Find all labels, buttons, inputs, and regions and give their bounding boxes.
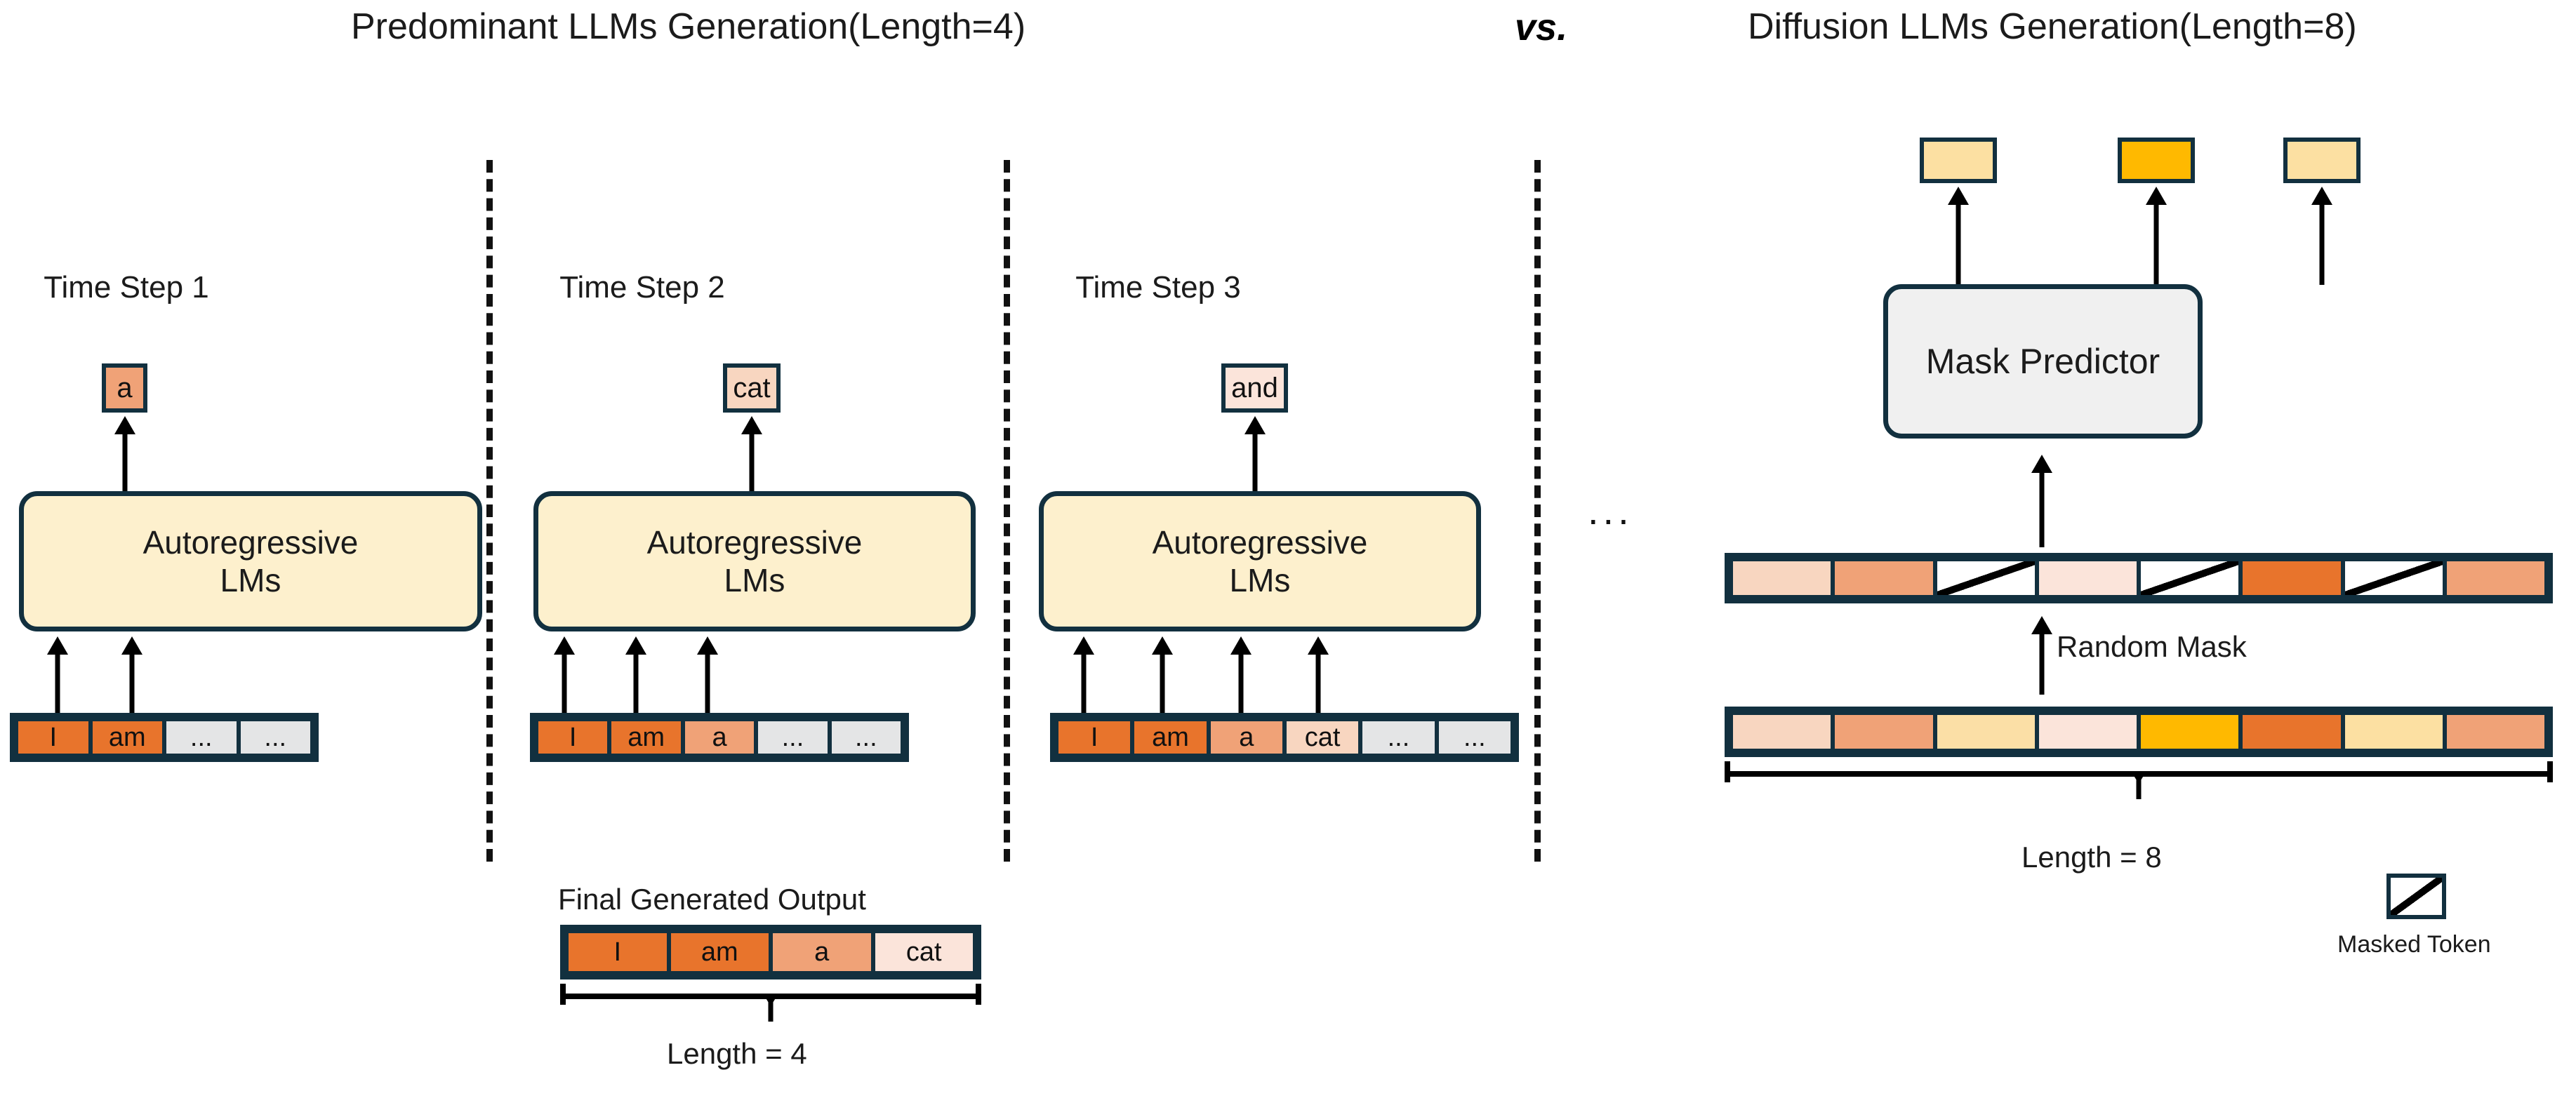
arrow-mask-predictor-to-output-1 [1947,187,1970,285]
token-cell [1733,561,1831,595]
arrow-masked-sequence-to-mask-predictor [2031,455,2053,547]
input-arrow-step-3-tok-1 [1073,636,1095,714]
arrow-step-1-to-output [114,416,136,495]
input-arrow-step-2-tok-1 [553,636,576,714]
divider-1 [486,160,493,862]
token-cell [2446,561,2544,595]
autoregressive-lm-box-step-2: Autoregressive LMs [533,491,976,631]
arrow-mask-predictor-to-output-2 [2145,187,2167,285]
diffusion-output-token-2 [2118,138,2195,183]
token-cell [1937,715,2035,749]
masked-token-legend-icon [2386,874,2446,919]
token-cell [2344,715,2443,749]
token-cell [1733,715,1831,749]
masked-token-legend-label: Masked Token [2337,931,2491,958]
masked-sequence [1725,553,2553,603]
token-cell: am [92,721,162,754]
token-cell: a [1210,721,1282,754]
token-cell [2141,715,2239,749]
input-arrow-step-1-tok-2 [121,636,143,714]
token-cell: ... [1362,721,1435,754]
input-arrow-step-3-tok-3 [1230,636,1252,714]
token-cell [2243,715,2341,749]
token-cell: I [18,721,88,754]
sequence-length-brace [1725,761,2553,801]
masked-token-cell [2344,561,2443,595]
masked-token-cell [1937,561,2035,595]
arrow-step-3-to-output [1244,416,1266,495]
token-cell: ... [831,721,901,754]
autoregressive-lm-label-step-2: Autoregressive LMs [646,523,863,599]
token-cell [2038,715,2137,749]
predicted-token-step-1: a [102,363,147,413]
input-arrow-step-2-tok-2 [625,636,647,714]
time-step-1-label: Time Step 1 [44,270,209,305]
autoregressive-lm-label-step-1: Autoregressive LMs [142,523,359,599]
token-cell [1835,715,1933,749]
token-cell: ... [1438,721,1511,754]
input-sequence-step-1: I am ... ... [10,713,319,762]
token-cell: I [1058,721,1131,754]
sequence-length-label: Length = 8 [2021,841,2162,874]
diffusion-output-token-3 [2283,138,2361,183]
predicted-token-step-3-text: and [1231,372,1278,403]
token-cell: cat [1286,721,1359,754]
autoregressive-lm-box-step-1: Autoregressive LMs [19,491,482,631]
token-cell [2243,561,2341,595]
predicted-token-step-3: and [1221,363,1288,413]
random-mask-label: Random Mask [2057,630,2247,663]
final-output-caption: Final Generated Output [558,883,866,916]
diffusion-output-token-1 [1920,138,1997,183]
token-cell: ... [240,721,310,754]
divider-3 [1534,160,1541,862]
token-cell: cat [875,933,973,971]
arrow-mask-predictor-to-output-3 [2311,187,2333,285]
input-arrow-step-3-tok-4 [1307,636,1329,714]
mask-predictor-label: Mask Predictor [1925,341,2160,381]
token-cell: a [684,721,755,754]
vs-label: vs. [1515,6,1568,48]
continuation-ellipsis: ... [1588,488,1633,533]
arrow-step-2-to-output [741,416,763,495]
token-cell [2038,561,2137,595]
left-panel-title: Predominant LLMs Generation(Length=4) [351,6,1026,47]
autoregressive-lm-label-step-3: Autoregressive LMs [1152,523,1368,599]
right-panel-title: Diffusion LLMs Generation(Length=8) [1748,6,2357,47]
token-cell: ... [166,721,237,754]
input-sequence-step-2: I am a ... ... [530,713,909,762]
input-arrow-step-2-tok-3 [696,636,719,714]
divider-2 [1004,160,1010,862]
token-cell: I [538,721,608,754]
full-sequence [1725,707,2553,757]
token-cell: ... [758,721,828,754]
time-step-3-label: Time Step 3 [1075,270,1241,305]
token-cell [1835,561,1933,595]
predicted-token-step-2: cat [723,363,781,413]
autoregressive-lm-box-step-3: Autoregressive LMs [1039,491,1481,631]
arrow-random-mask [2031,616,2053,695]
input-sequence-step-3: I am a cat ... ... [1050,713,1519,762]
token-cell: am [611,721,681,754]
input-arrow-step-1-tok-1 [46,636,69,714]
token-cell: am [1134,721,1207,754]
token-cell: am [670,933,769,971]
final-output-length-brace [560,984,981,1023]
final-output-length-label: Length = 4 [667,1037,807,1070]
input-arrow-step-3-tok-2 [1151,636,1174,714]
time-step-2-label: Time Step 2 [559,270,725,305]
mask-predictor-box: Mask Predictor [1883,284,2203,439]
predicted-token-step-1-text: a [117,372,133,403]
predicted-token-step-2-text: cat [733,372,771,403]
final-output-sequence: I am a cat [560,925,981,979]
masked-token-cell [2141,561,2239,595]
token-cell [2446,715,2544,749]
token-cell: I [569,933,667,971]
token-cell: a [773,933,871,971]
